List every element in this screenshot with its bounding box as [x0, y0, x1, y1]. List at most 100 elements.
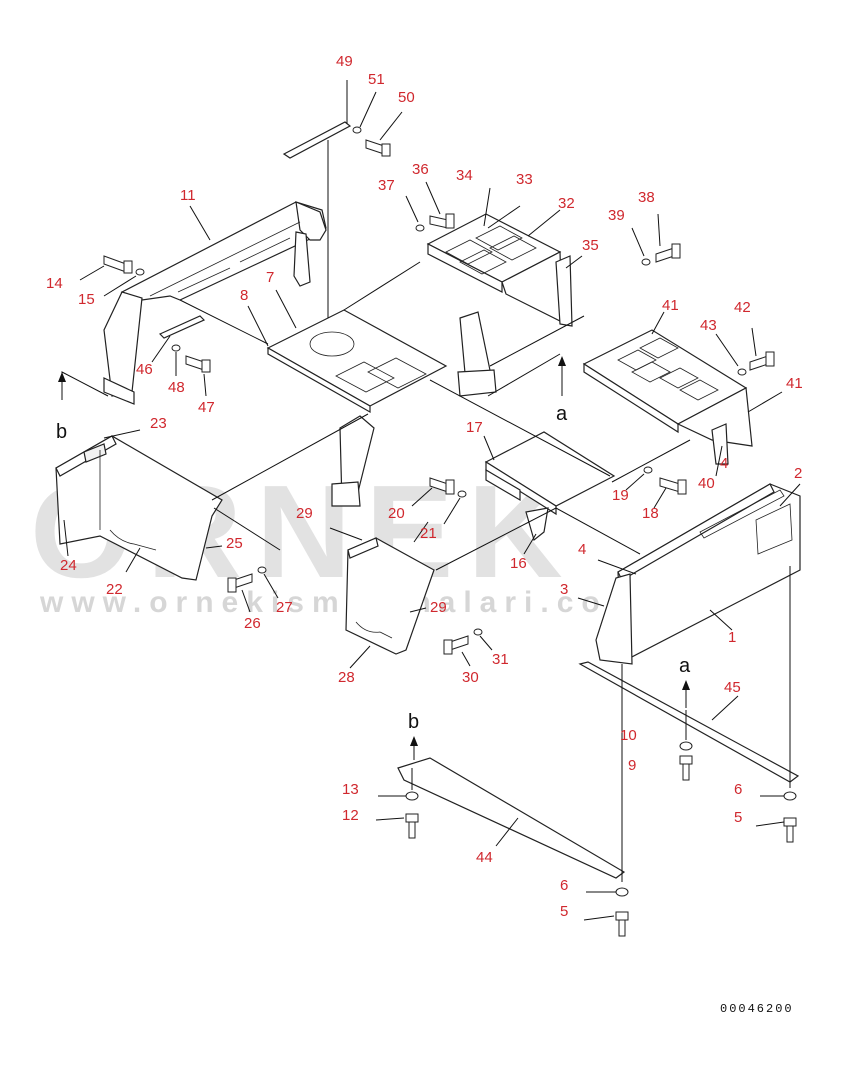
- washer-27: [257, 566, 279, 599]
- bolt-42: [749, 327, 775, 371]
- callout-50: 50: [398, 89, 415, 106]
- washer-48: [171, 344, 181, 376]
- bolt-14: [79, 255, 133, 281]
- callout-48: 48: [168, 379, 185, 396]
- bolt-26: [227, 573, 253, 613]
- washer-39: [631, 227, 651, 266]
- callout-30: 30: [462, 669, 479, 686]
- callout-28: 28: [338, 669, 355, 686]
- callout-10: 10: [620, 727, 637, 744]
- callout-45: 45: [724, 679, 741, 696]
- callout-1: 1: [728, 629, 736, 646]
- callout-2: 2: [794, 465, 802, 482]
- callout-32: 32: [558, 195, 575, 212]
- callout-14: 14: [46, 275, 63, 292]
- callouts: 49 51 50 36 34 33 37 11 32 38 39 35 14 7…: [46, 53, 803, 920]
- callout-41-right: 41: [786, 375, 803, 392]
- callout-25: 25: [226, 535, 243, 552]
- view-arrow-b-upper: b: [56, 371, 109, 443]
- washer-51: [352, 91, 377, 134]
- callout-44: 44: [476, 849, 493, 866]
- callout-4-right: 4: [720, 455, 728, 472]
- callout-39: 39: [608, 207, 625, 224]
- callout-8: 8: [240, 287, 248, 304]
- callout-23: 23: [150, 415, 167, 432]
- callout-43: 43: [700, 317, 717, 334]
- view-arrow-b-lower: b: [408, 711, 419, 760]
- view-letter-a-upper: a: [556, 403, 568, 425]
- bracket-35: [555, 255, 583, 327]
- callout-35: 35: [582, 237, 599, 254]
- washer-31: [473, 628, 493, 651]
- cover-1: [577, 483, 801, 665]
- bar-45: [578, 661, 800, 783]
- washer-21: [443, 490, 467, 525]
- view-arrow-a-lower: a: [679, 655, 691, 708]
- tray-41: [582, 311, 783, 447]
- washer-6-lower: [586, 887, 629, 897]
- bolt-20: [411, 477, 455, 507]
- washer-37: [405, 195, 425, 232]
- assembly-lines: [179, 140, 791, 882]
- callout-13: 13: [342, 781, 359, 798]
- bolt-5-right: [755, 817, 797, 843]
- view-letter-b-lower: b: [408, 711, 419, 733]
- callout-37: 37: [378, 177, 395, 194]
- callout-5-lower: 5: [560, 903, 568, 920]
- bolt-47: [185, 355, 211, 397]
- washer-15: [103, 268, 145, 297]
- bar-44: [397, 757, 626, 879]
- callout-27: 27: [276, 599, 293, 616]
- washer-19: [625, 466, 653, 491]
- callout-16: 16: [510, 555, 527, 572]
- bracket-center-upper: [457, 311, 497, 397]
- view-letter-a-lower: a: [679, 655, 691, 677]
- bolt-50: [365, 111, 403, 157]
- tray-17: [483, 431, 616, 516]
- callout-24: 24: [60, 557, 77, 574]
- plate-7: [247, 289, 448, 414]
- callout-22: 22: [106, 581, 123, 598]
- callout-33: 33: [516, 171, 533, 188]
- bolt-38: [655, 213, 681, 263]
- callout-40: 40: [698, 475, 715, 492]
- callout-46: 46: [136, 361, 153, 378]
- cover-28: [345, 521, 435, 669]
- callout-49: 49: [336, 53, 353, 70]
- callout-6-lower: 6: [560, 877, 568, 894]
- view-letter-b-upper: b: [56, 421, 67, 443]
- view-arrow-a-upper: a: [487, 353, 568, 425]
- callout-36: 36: [412, 161, 429, 178]
- frame-11: [103, 201, 327, 405]
- callout-26: 26: [244, 615, 261, 632]
- callout-31: 31: [492, 651, 509, 668]
- rod-46: [151, 315, 206, 363]
- washer-6-right: [760, 791, 797, 801]
- callout-7: 7: [266, 269, 274, 286]
- callout-5-right: 5: [734, 809, 742, 826]
- callout-41-top: 41: [662, 297, 679, 314]
- callout-3: 3: [560, 581, 568, 598]
- callout-15: 15: [78, 291, 95, 308]
- callout-6-right: 6: [734, 781, 742, 798]
- bolt-36: [425, 181, 455, 229]
- bolt-5-lower: [583, 911, 629, 937]
- callout-29-lower: 29: [430, 599, 447, 616]
- bracket-16: [523, 507, 549, 555]
- tray-32: [426, 187, 563, 323]
- callout-51: 51: [368, 71, 385, 88]
- bracket-center-lower: [331, 415, 375, 507]
- callout-19: 19: [612, 487, 629, 504]
- washer-13: [378, 791, 419, 801]
- callout-20: 20: [388, 505, 405, 522]
- cover-24: [55, 429, 223, 581]
- callout-17: 17: [466, 419, 483, 436]
- callout-4-left: 4: [578, 541, 586, 558]
- callout-38: 38: [638, 189, 655, 206]
- callout-18: 18: [642, 505, 659, 522]
- callout-12: 12: [342, 807, 359, 824]
- bolt-30: [443, 635, 471, 667]
- callout-42: 42: [734, 299, 751, 316]
- callout-9: 9: [628, 757, 636, 774]
